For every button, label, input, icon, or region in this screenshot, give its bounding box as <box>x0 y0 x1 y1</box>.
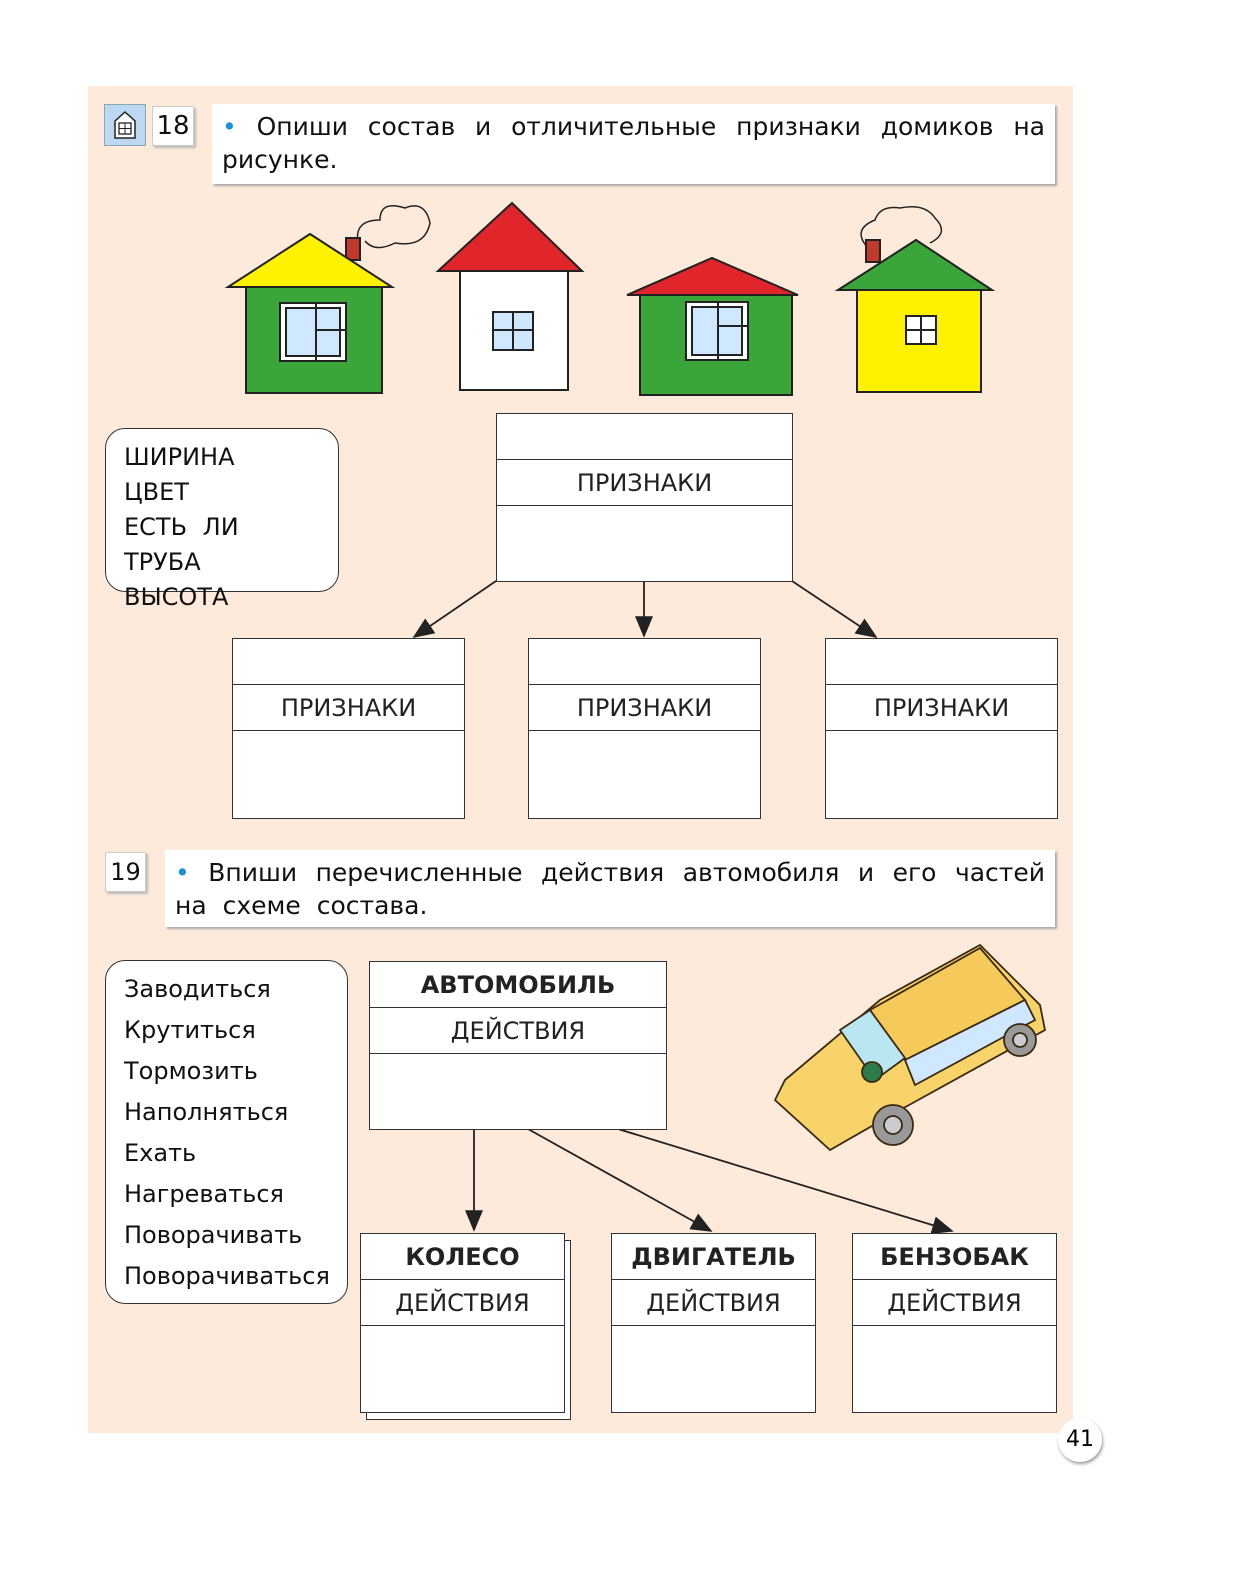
name-field[interactable] <box>529 639 760 685</box>
house-2 <box>435 201 585 391</box>
actions-label: ДЕЙСТВИЯ <box>361 1280 564 1326</box>
name-field[interactable] <box>497 414 792 460</box>
house-4 <box>834 206 996 393</box>
task-line: на схеме состава. <box>175 891 428 920</box>
name-field[interactable] <box>826 639 1057 685</box>
actions-label: ДЕЙСТВИЯ <box>370 1008 666 1054</box>
action-item: Тормозить <box>124 1057 258 1085</box>
task-line: Опиши состав и отличительные признаки до… <box>256 112 1046 141</box>
action-item: Заводиться <box>124 975 271 1003</box>
features-label: ПРИЗНАКИ <box>497 460 792 506</box>
task-line: рисунке. <box>222 145 338 174</box>
features-label: ПРИЗНАКИ <box>529 685 760 731</box>
feature-item: ЦВЕТ <box>124 478 189 506</box>
action-item: Ехать <box>124 1139 197 1167</box>
scheme-19-engine: ДВИГАТЕЛЬ ДЕЙСТВИЯ <box>611 1233 816 1413</box>
scheme-18-child-3: ПРИЗНАКИ <box>825 638 1058 819</box>
scheme-19-car: АВТОМОБИЛЬ ДЕЙСТВИЯ <box>369 961 667 1130</box>
car-illustration <box>773 943 1047 1152</box>
action-item: Поворачиваться <box>124 1262 330 1290</box>
features-label: ПРИЗНАКИ <box>233 685 464 731</box>
arrows-19 <box>465 1128 954 1234</box>
scheme-18-child-1: ПРИЗНАКИ <box>232 638 465 819</box>
tank-title: БЕНЗОБАК <box>853 1234 1056 1280</box>
task-number-18: 18 <box>152 106 194 146</box>
arrows-18 <box>412 580 878 639</box>
action-item: Нагреваться <box>124 1180 284 1208</box>
task-19-text: • Впиши перечисленные действия автомобил… <box>165 850 1055 927</box>
engine-title: ДВИГАТЕЛЬ <box>612 1234 815 1280</box>
scheme-19-wheel: КОЛЕСО ДЕЙСТВИЯ <box>360 1233 565 1413</box>
scheme-19-tank: БЕНЗОБАК ДЕЙСТВИЯ <box>852 1233 1057 1413</box>
feature-item: ВЫСОТА <box>124 583 229 611</box>
features-label: ПРИЗНАКИ <box>826 685 1057 731</box>
house-3 <box>626 256 799 396</box>
action-item: Наполняться <box>124 1098 289 1126</box>
actions-list: Заводиться Крутиться Тормозить Наполнять… <box>105 960 348 1304</box>
name-field[interactable] <box>233 639 464 685</box>
feature-item: ШИРИНА <box>124 443 235 471</box>
task-number-19: 19 <box>105 852 146 892</box>
scheme-18-child-2: ПРИЗНАКИ <box>528 638 761 819</box>
task-line: Впиши перечисленные действия автомобиля … <box>208 858 1045 887</box>
features-list: ШИРИНА ЦВЕТ ЕСТЬ ЛИ ТРУБА ВЫСОТА <box>105 428 339 611</box>
action-item: Поворачивать <box>124 1221 303 1249</box>
actions-label: ДЕЙСТВИЯ <box>612 1280 815 1326</box>
bullet: • <box>175 858 190 887</box>
wheel-title: КОЛЕСО <box>361 1234 564 1280</box>
task-18-text: • Опиши состав и отличительные признаки … <box>212 104 1055 184</box>
feature-item: ЕСТЬ ЛИ ТРУБА <box>124 513 239 576</box>
actions-label: ДЕЙСТВИЯ <box>853 1280 1056 1326</box>
page-number: 41 <box>1058 1418 1102 1462</box>
house-1 <box>224 205 431 394</box>
scheme-18-top: ПРИЗНАКИ <box>496 413 793 582</box>
bullet: • <box>222 112 237 141</box>
action-item: Крутиться <box>124 1016 256 1044</box>
house-grid-icon <box>104 104 146 146</box>
car-title: АВТОМОБИЛЬ <box>370 962 666 1008</box>
